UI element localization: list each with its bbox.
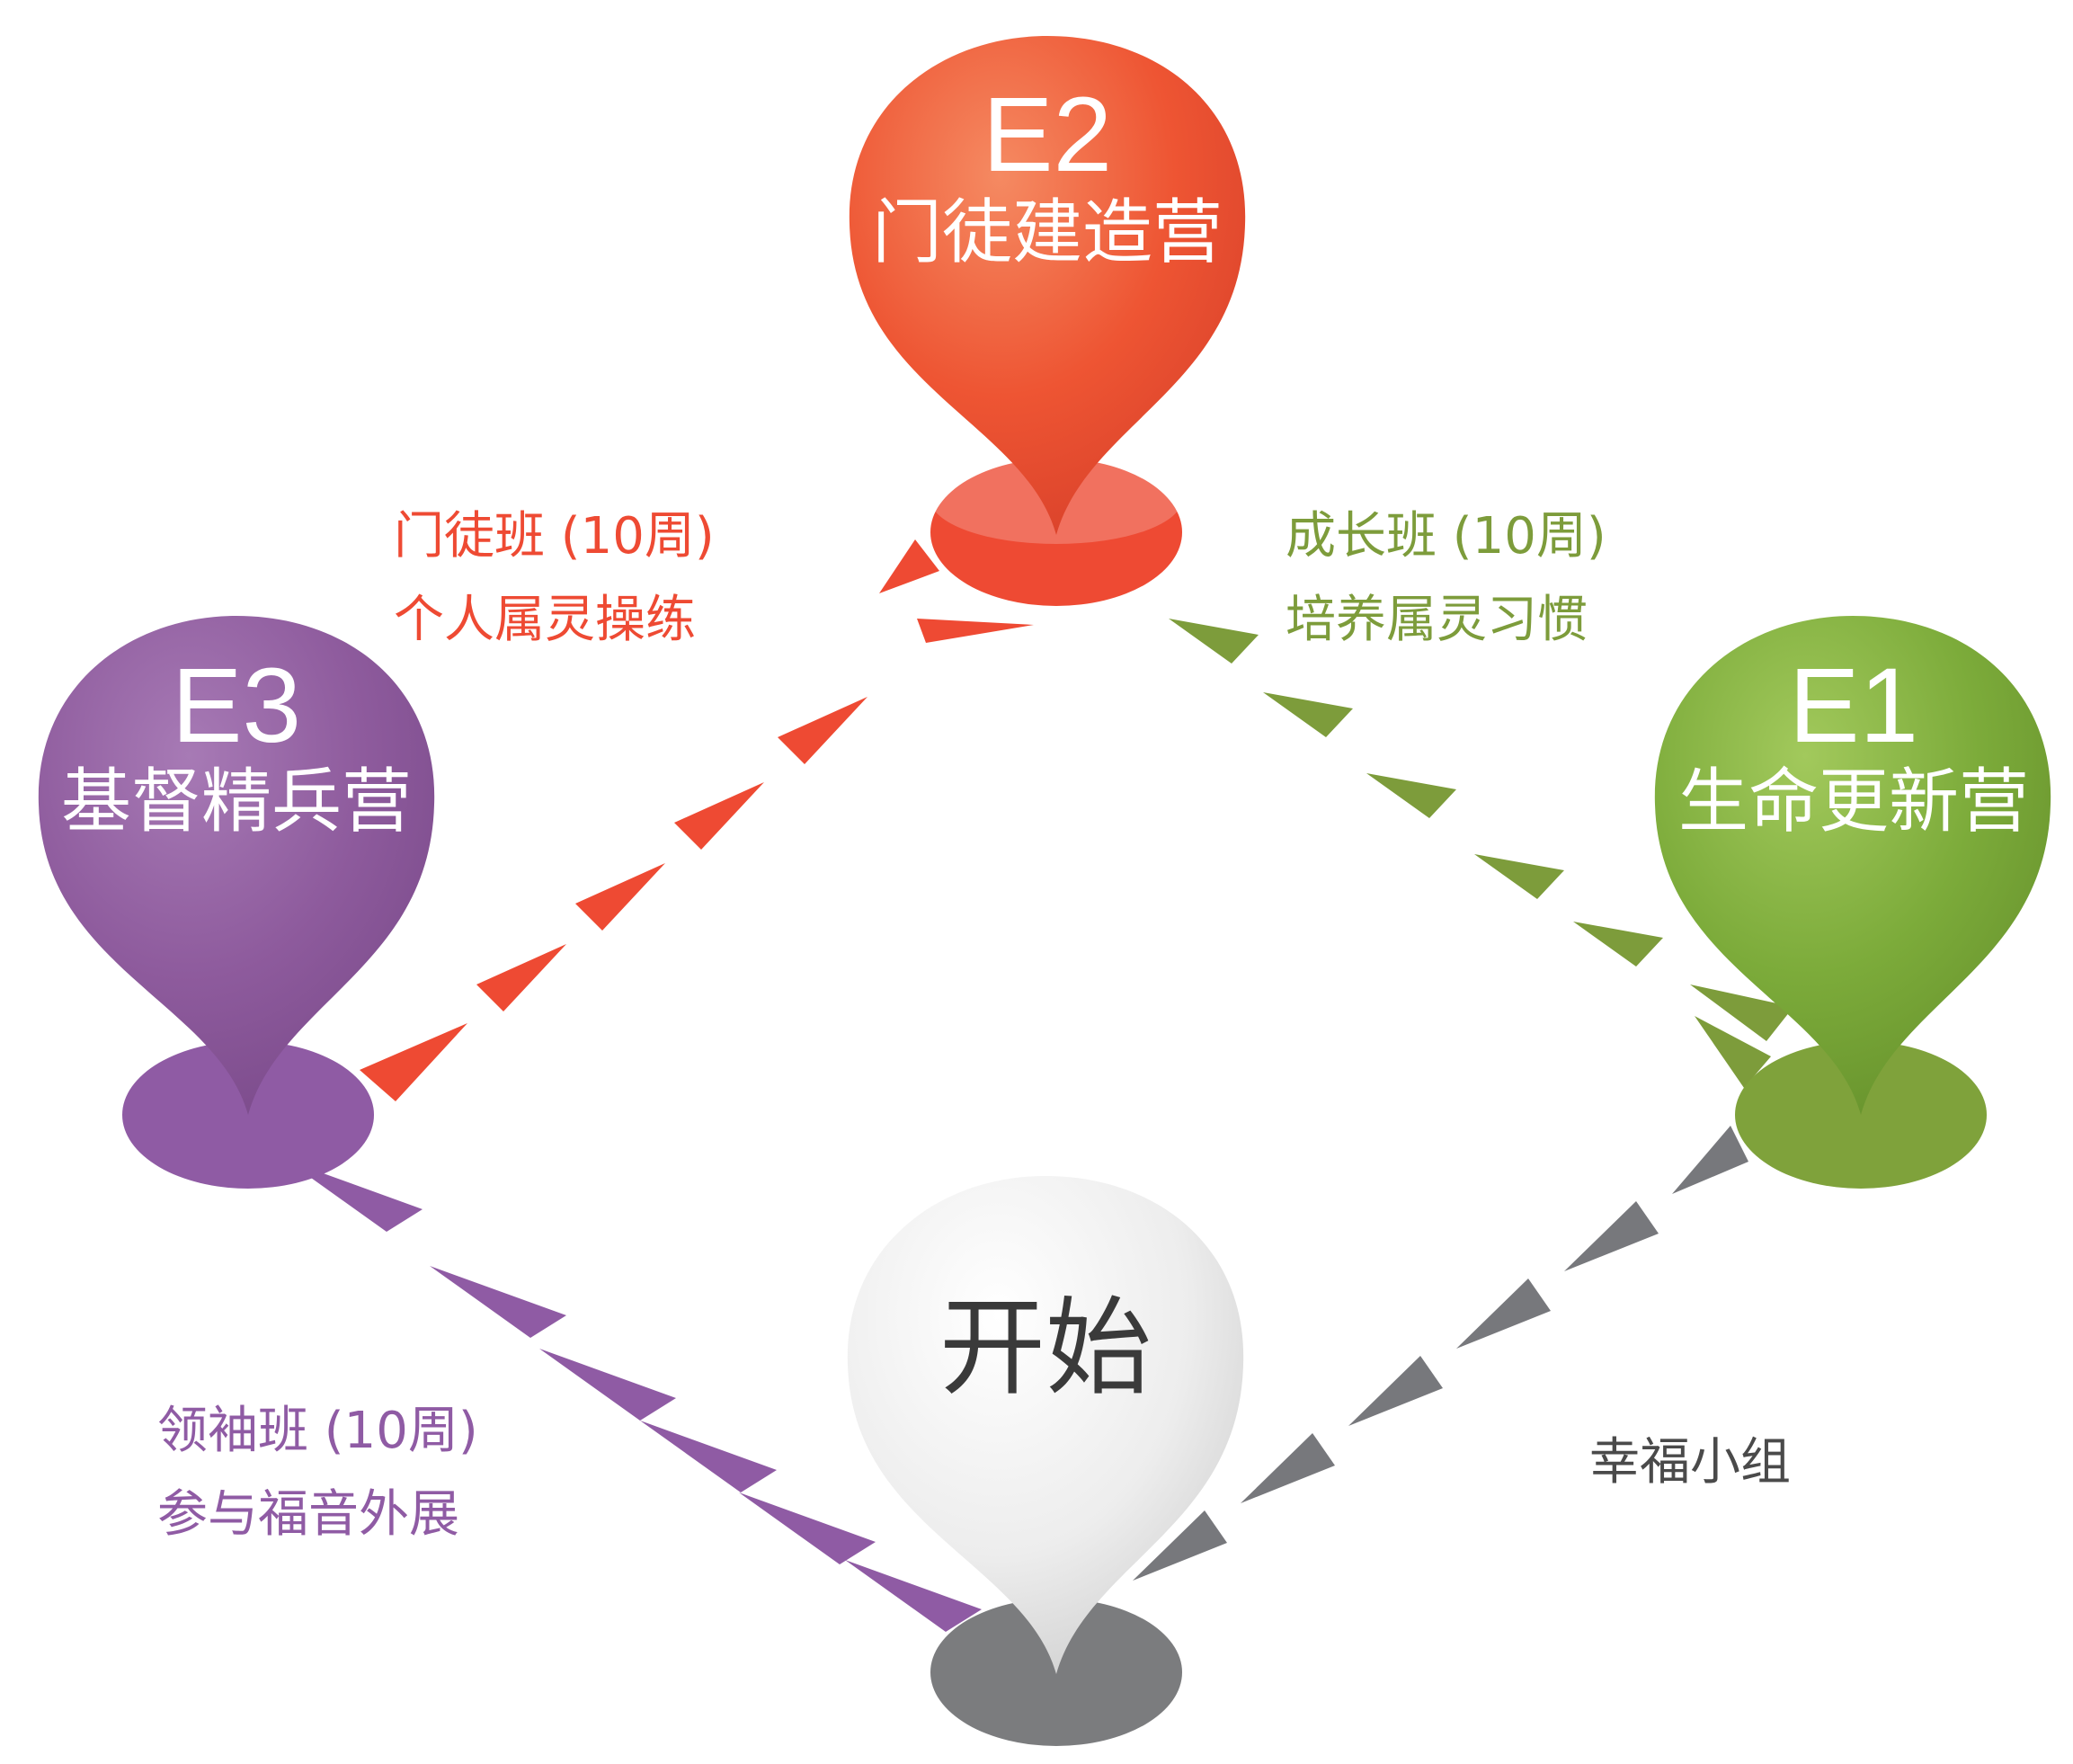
- node-e1-code: E1: [1789, 646, 1918, 765]
- arrow-segment: [476, 944, 566, 1011]
- arrow-segment: [879, 539, 939, 593]
- label-start-e1: 幸福小组: [1589, 1433, 1791, 1492]
- arrow-segment: [1348, 1356, 1443, 1426]
- arrow-segment: [1474, 854, 1564, 899]
- arrow-segment: [1672, 1126, 1748, 1194]
- arrow-segment: [1690, 984, 1793, 1041]
- arrow-segment: [1456, 1278, 1551, 1349]
- edge-start-to-e1: [1133, 1126, 1748, 1581]
- arrow-segment: [917, 619, 1034, 643]
- arrow-segment: [778, 697, 867, 764]
- arrow-segment: [539, 1349, 676, 1421]
- arrow-segment: [1695, 1016, 1771, 1088]
- node-e3: E3 基督精兵营: [38, 616, 435, 1189]
- arrow-segment: [845, 1560, 982, 1632]
- arrow-segment: [1241, 1433, 1335, 1503]
- arrow-segment: [1263, 692, 1353, 737]
- node-e3-pin: [38, 616, 435, 1115]
- node-e1: E1 生命更新营: [1654, 616, 2051, 1189]
- edge-e3-to-start: [286, 1160, 982, 1632]
- label-e2-e3-line2: 个人属灵操练: [394, 591, 696, 649]
- arrow-segment: [575, 863, 665, 931]
- arrow-segment: [1133, 1510, 1227, 1581]
- label-e3-start-line2: 参与福音外展: [157, 1485, 459, 1544]
- arrow-segment: [739, 1492, 876, 1564]
- arrow-segment: [286, 1160, 423, 1232]
- node-e1-name: 生命更新营: [1678, 762, 2029, 842]
- edge-e2-to-e3: [360, 539, 1034, 1101]
- node-e2-code: E2: [983, 76, 1112, 194]
- node-e2-pin: [849, 36, 1246, 535]
- node-e3-name: 基督精兵营: [61, 762, 412, 842]
- edge-e1-to-e2: [1169, 619, 1793, 1088]
- arrow-segment: [1564, 1201, 1659, 1271]
- node-e1-pin: [1654, 616, 2051, 1115]
- arrow-segment: [360, 1023, 467, 1101]
- node-e2-name: 门徒建造营: [872, 192, 1223, 273]
- node-e2: E2 门徒建造营: [849, 36, 1246, 606]
- arrow-segment: [430, 1266, 566, 1338]
- label-e1-e2-line2: 培养属灵习惯: [1286, 591, 1588, 649]
- arrow-segment: [1573, 922, 1663, 967]
- node-start-name: 开始: [939, 1286, 1152, 1410]
- label-e3-start-line1: 领袖班 (10周): [157, 1402, 478, 1460]
- arrow-segment: [674, 782, 764, 850]
- label-e2-e3-line1: 门徒班 (10周): [394, 507, 715, 566]
- node-start-pin: [847, 1176, 1244, 1674]
- arrow-segment: [1169, 619, 1259, 664]
- node-start: 开始: [847, 1176, 1244, 1746]
- label-e1-e2-line1: 成长班 (10周): [1286, 507, 1606, 566]
- arrow-segment: [1366, 773, 1456, 818]
- arrow-segment: [640, 1421, 777, 1492]
- node-e3-code: E3: [172, 646, 301, 765]
